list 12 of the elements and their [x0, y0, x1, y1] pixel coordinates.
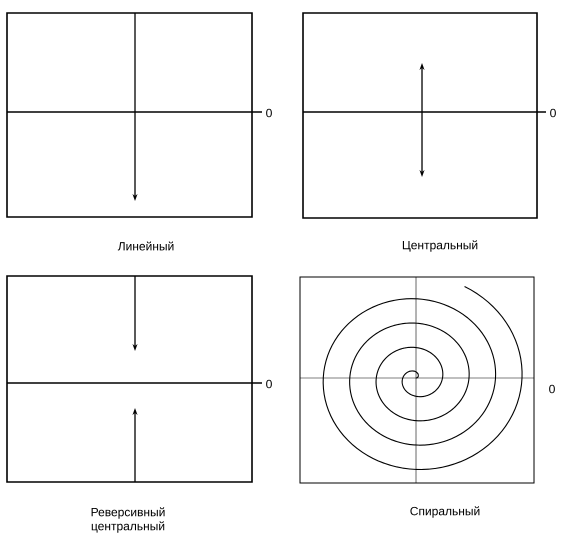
panel-box	[6, 12, 253, 218]
zero-label: 0	[550, 108, 556, 118]
panel-caption: Центральный	[402, 240, 478, 252]
panel-box	[302, 12, 538, 219]
panel-box	[6, 275, 253, 483]
panel-caption: Линейный	[118, 242, 174, 250]
zero-label: 0	[266, 380, 272, 388]
panel-caption: Спиральный	[410, 506, 480, 518]
panel-caption: Реверсивный центральный	[92, 507, 165, 533]
zero-label: 0	[266, 108, 272, 118]
panel-box	[300, 276, 534, 484]
zero-label: 0	[549, 384, 555, 394]
